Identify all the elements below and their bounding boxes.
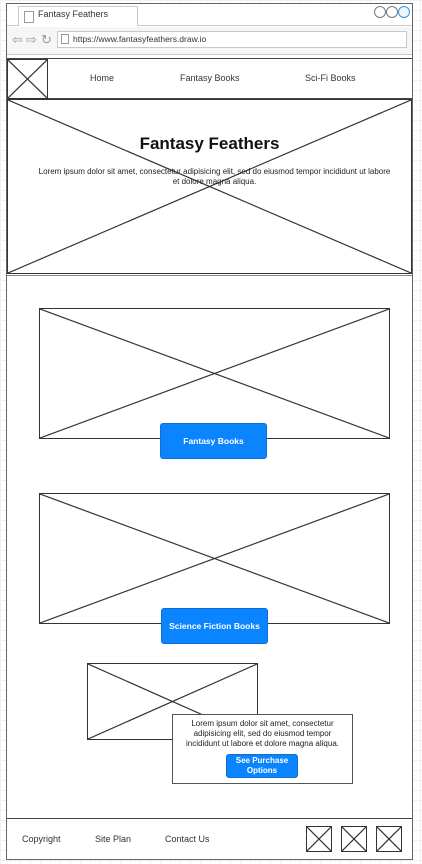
footer-copyright-link[interactable]: Copyright (22, 834, 61, 844)
maximize-button[interactable] (386, 6, 398, 18)
logo-image-placeholder (7, 59, 48, 99)
fantasy-books-image-placeholder (39, 308, 390, 439)
back-arrow-icon[interactable]: ⇦ (12, 32, 23, 47)
science-fiction-books-button[interactable]: Science Fiction Books (161, 608, 268, 644)
reload-icon[interactable]: ↻ (41, 32, 52, 47)
nav-scifi-books-link[interactable]: Sci-Fi Books (305, 73, 356, 83)
social-icon-placeholder[interactable] (341, 826, 367, 852)
page-icon (61, 34, 69, 44)
minimize-button[interactable] (374, 6, 386, 18)
hero-image-placeholder (7, 99, 412, 274)
tab-title: Fantasy Feathers (38, 9, 109, 19)
footer-contact-us-link[interactable]: Contact Us (165, 834, 210, 844)
forward-arrow-icon[interactable]: ⇨ (26, 32, 37, 47)
address-bar[interactable] (57, 31, 407, 48)
address-bar-url[interactable]: https://www.fantasyfeathers.draw.io (73, 34, 207, 44)
promo-description: Lorem ipsum dolor sit amet, consectetur … (186, 719, 339, 748)
section-divider (7, 275, 412, 276)
social-icon-placeholder[interactable] (306, 826, 332, 852)
close-button[interactable] (398, 6, 410, 18)
nav-home-link[interactable]: Home (90, 73, 115, 83)
hero-title: Fantasy Feathers (139, 134, 280, 153)
footer-site-plan-link[interactable]: Site Plan (95, 834, 132, 844)
fantasy-books-button[interactable]: Fantasy Books (160, 423, 267, 459)
nav-fantasy-books-link[interactable]: Fantasy Books (180, 73, 240, 83)
science-fiction-books-image-placeholder (39, 493, 390, 624)
social-icon-placeholder[interactable] (376, 826, 402, 852)
site-navbar (7, 58, 412, 99)
see-purchase-options-button[interactable]: See Purchase Options (226, 754, 298, 778)
hero-description: Lorem ipsum dolor sit amet, consectetur … (38, 167, 391, 186)
page-icon (24, 11, 34, 23)
browser-tab[interactable] (18, 6, 138, 26)
